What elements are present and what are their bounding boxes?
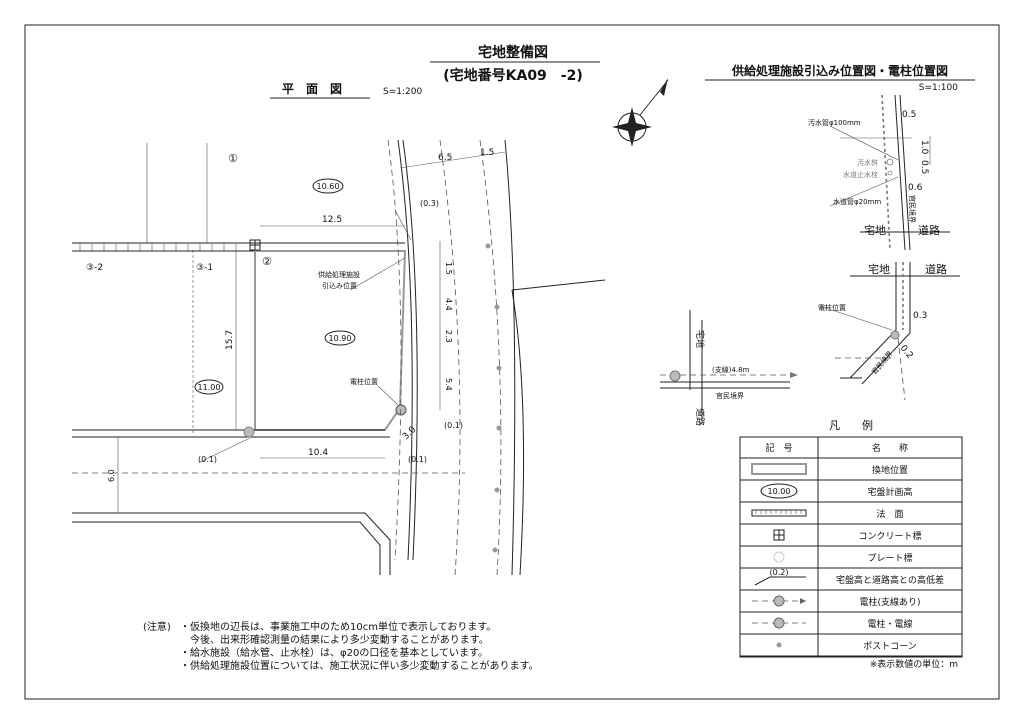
dimension: 3.0	[401, 425, 418, 442]
water-pipe-label: 水道管φ20mm	[833, 197, 881, 206]
dimension: 10.4	[308, 448, 328, 458]
dimension: 4.4	[444, 298, 453, 311]
dimension: 12.5	[322, 215, 342, 225]
dimension: 1.5	[480, 148, 494, 158]
plan-heading: 平 面 図	[282, 82, 342, 96]
dimension: (0.1)	[444, 421, 463, 430]
dimension: 2.3	[444, 330, 453, 343]
north-arrow-icon	[612, 78, 669, 147]
pole-detail	[660, 262, 960, 420]
dimension: 0.5	[919, 160, 929, 174]
dimension: 0.3	[913, 311, 927, 321]
concrete-marker-icon	[773, 529, 785, 541]
plan-scale: S=1:200	[383, 87, 422, 97]
note-line: ・給水施設（給水管、止水栓）は、φ20の口径を基本としています。	[180, 646, 488, 659]
road-label: 道路	[694, 408, 706, 426]
legend-col-name: 名 称	[872, 442, 908, 454]
ground-height: 11.00	[198, 383, 221, 392]
dimension: (0.3)	[420, 199, 439, 208]
legend-symbol-text: (0.2)	[770, 568, 789, 577]
house-label: 宅地	[868, 262, 890, 276]
note-line: ・供給処理施設位置については、施工状況に伴い多少変動することがあります。	[180, 659, 539, 672]
dimension: 1.5	[444, 262, 453, 275]
pole-label: 電柱位置	[350, 377, 378, 386]
sewer-pipe-label: 汚水管φ100mm	[808, 118, 861, 127]
dimension: 0.6	[908, 183, 923, 193]
lot-label: ②	[262, 255, 272, 268]
drawing-frame	[24, 24, 1000, 700]
legend-item-name: ポストコーン	[863, 641, 917, 652]
dimension: (0.1)	[198, 455, 217, 464]
height-diff-icon	[754, 576, 806, 586]
legend-item-name: 電柱(支線あり)	[859, 596, 920, 608]
lot-label: ①	[228, 152, 238, 165]
lot-label: ③-1	[196, 263, 213, 273]
road-label: 道路	[925, 262, 947, 276]
house-label: 宅地	[694, 330, 706, 348]
legend-item-name: 宅盤計画高	[867, 486, 912, 498]
dimension: 15.7	[225, 330, 235, 350]
note-line: ・仮換地の辺長は、事業施工中のため10cm単位で表示しております。	[180, 620, 496, 633]
lot-label: ③-2	[86, 263, 103, 273]
supply-label: 引込み位置	[322, 281, 357, 290]
detail-heading: 供給処理施設引込み位置図・電柱位置図	[731, 63, 948, 78]
supply-label: 供給処理施設	[318, 270, 360, 279]
ground-height: 10.90	[329, 334, 352, 343]
supply-detail	[829, 94, 950, 251]
house-label: 宅地	[864, 223, 886, 237]
legend-symbol-text: 10.00	[768, 487, 791, 496]
unit-note: ※表示数値の単位：m	[870, 658, 958, 670]
ellipse-label-icon	[760, 483, 798, 499]
legend-col-symbol: 記 号	[765, 442, 792, 454]
lot-number: (宅地番号KA09 -2)	[443, 67, 583, 84]
legend-item-name: 法 面	[876, 508, 903, 520]
legend-item-name: 電柱・電線	[867, 618, 912, 630]
plate-marker-icon	[773, 551, 785, 563]
dimension: 0.5	[902, 110, 916, 120]
boundary-label: 官民境界	[716, 391, 744, 400]
rectangle-icon	[751, 463, 807, 475]
detail-scale: S=1:100	[919, 83, 958, 93]
dimension: 6.0	[107, 469, 116, 482]
dimension: 6.5	[438, 153, 452, 163]
pole-line-icon	[752, 617, 806, 629]
plan-view	[72, 139, 606, 576]
pole-guy-icon	[752, 595, 806, 607]
boundary-label: 官民境界	[908, 195, 917, 223]
guy-wire-label: (支線)4.8m	[712, 365, 750, 374]
note-line: 今後、出来形確認測量の結果により多少変動することがあります。	[180, 633, 489, 646]
dimension: 1.0	[919, 140, 929, 155]
notes-prefix: (注意)	[143, 620, 171, 633]
pole-icon	[243, 426, 255, 438]
legend-item-name: コンクリート標	[858, 530, 921, 542]
sewer-box-label: 汚水桝	[857, 158, 878, 167]
legend-item-name: プレート標	[867, 552, 912, 564]
legend-title: 凡 例	[829, 418, 873, 432]
pole-label: 電柱位置	[818, 303, 846, 312]
ground-height: 10.60	[317, 182, 340, 191]
dimension: (0.1)	[408, 455, 427, 464]
dimension: 5.4	[444, 378, 453, 391]
post-cone-icon	[776, 642, 782, 648]
drawing-title: 宅地整備図	[478, 44, 548, 61]
legend-item-name: 換地位置	[872, 464, 908, 476]
legend-item-name: 宅盤高と道路高との高低差	[836, 574, 944, 586]
road-label: 道路	[918, 223, 940, 237]
slope-hatch-icon	[751, 509, 807, 517]
water-valve-label: 水道止水栓	[843, 170, 878, 179]
